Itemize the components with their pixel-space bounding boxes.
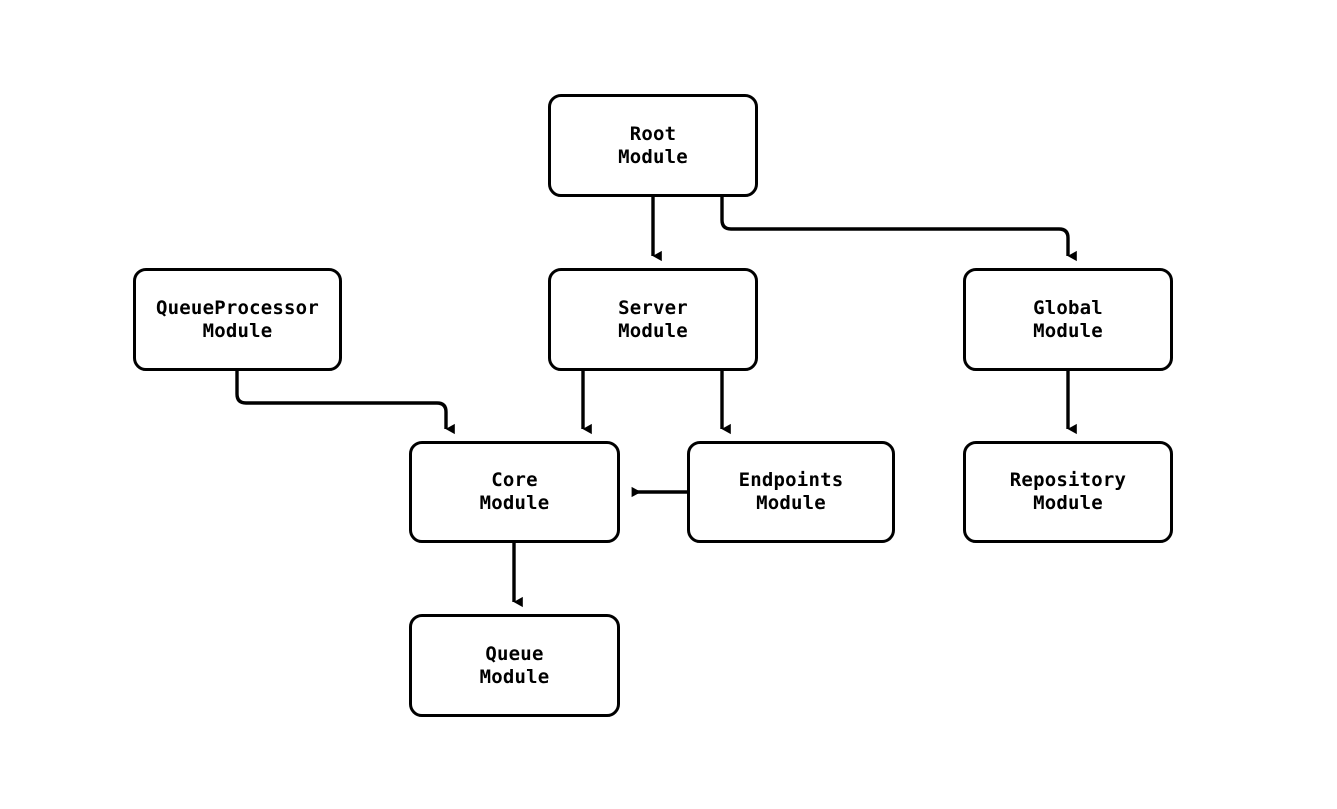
node-global-module[interactable]: Global Module: [963, 268, 1173, 371]
node-queueprocessor-module[interactable]: QueueProcessor Module: [133, 268, 342, 371]
node-label-endpoints-module: Endpoints Module: [738, 469, 844, 514]
edge-queueprocessor-to-core: [235, 371, 455, 435]
node-label-global-module: Global Module: [1033, 296, 1103, 342]
node-label-queue-module: Queue Module: [479, 642, 550, 688]
node-label-core-module: Core Module: [479, 469, 550, 514]
node-queue-module[interactable]: Queue Module: [409, 614, 620, 717]
node-server-module[interactable]: Server Module: [548, 268, 758, 371]
node-repository-module[interactable]: Repository Module: [963, 441, 1173, 543]
node-endpoints-module[interactable]: Endpoints Module: [687, 441, 895, 543]
node-root-module[interactable]: Root Module: [548, 94, 758, 197]
node-core-module[interactable]: Core Module: [409, 441, 620, 543]
node-label-queueprocessor-module: QueueProcessor Module: [156, 296, 319, 342]
node-label-server-module: Server Module: [618, 296, 688, 342]
node-label-repository-module: Repository Module: [1009, 469, 1127, 514]
node-label-root-module: Root Module: [618, 122, 688, 168]
edge-root-to-global: [720, 197, 1077, 262]
